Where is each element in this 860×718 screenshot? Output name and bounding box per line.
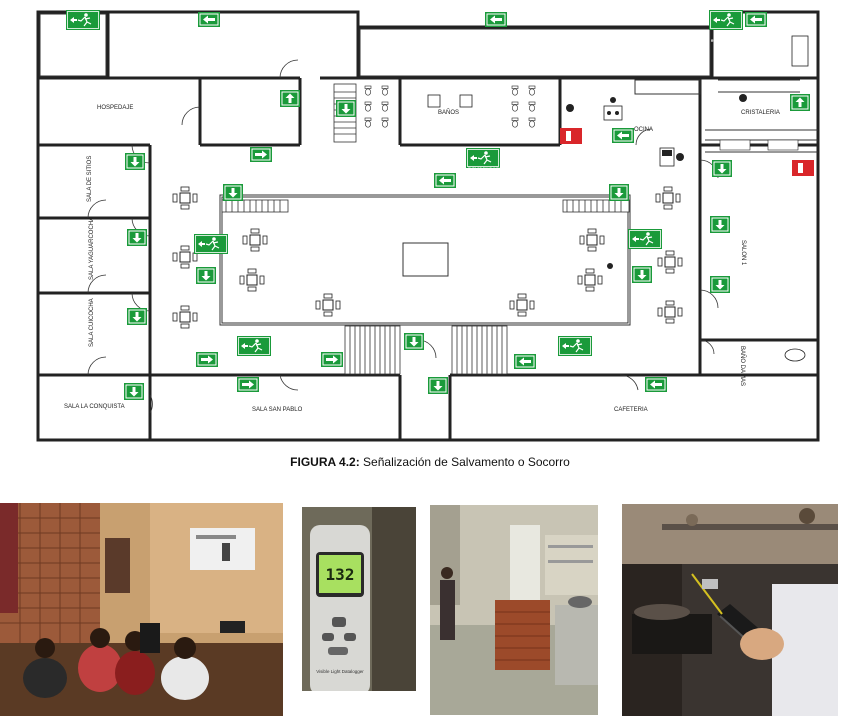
room-sala-san-pablo: SALA SAN PABLO: [252, 407, 303, 413]
room-sala-cuicocha: SALA CUICOCHA: [89, 298, 95, 347]
arrow-down-icon: [428, 377, 448, 394]
arrow-down-icon: [127, 308, 147, 325]
arrow-right-icon: [250, 147, 272, 162]
arrow-down-icon: [125, 153, 145, 170]
exit-runner-icon: [236, 335, 272, 357]
arrow-down-icon: [710, 276, 730, 293]
doors: [87, 59, 719, 414]
photo-conference-room: [0, 503, 283, 716]
arrow-down-icon: [609, 184, 629, 201]
arrow-down-icon: [336, 100, 356, 117]
arrow-left-icon: [434, 173, 456, 188]
arrow-left-icon: [745, 12, 767, 27]
room-sala-la-conquista: SALA LA CONQUISTA: [64, 404, 125, 410]
arrow-down-icon: [127, 229, 147, 246]
meter-reading: 132: [325, 565, 355, 584]
arrow-down-icon: [404, 333, 424, 350]
room-salon: SALON 1: [740, 240, 746, 266]
arrow-left-icon: [645, 377, 667, 392]
exit-runner-icon: [193, 233, 229, 255]
caption-prefix: FIGURA 4.2:: [290, 455, 360, 469]
arrow-down-icon: [632, 266, 652, 283]
exit-runner-icon: [708, 9, 744, 31]
arrow-left-icon: [612, 128, 634, 143]
room-sala-desitios: SALA DE SITIOS: [87, 156, 93, 202]
photo-sensor-hand: [622, 504, 838, 716]
arrow-right-icon: [321, 352, 343, 367]
room-hospedaje: HOSPEDAJE: [97, 105, 133, 111]
fire-extinguisher-icons: [560, 128, 814, 176]
evacuation-signs: [65, 9, 810, 400]
arrow-left-icon: [485, 12, 507, 27]
stairs: [221, 83, 630, 375]
arrow-up-icon: [790, 94, 810, 111]
room-sala-yaguarcocha: SALA YAGUARCOCHA: [89, 217, 95, 280]
sign-ruta-evacuacion-top: RUTA DE EVACUACIÓN: [711, 38, 748, 43]
arrow-down-icon: [710, 216, 730, 233]
arrow-down-icon: [712, 160, 732, 177]
toilets: [364, 35, 809, 362]
interior-lines: [39, 13, 818, 326]
arrow-down-icon: [223, 184, 243, 201]
arrow-down-icon: [124, 383, 144, 400]
figure-caption: FIGURA 4.2: Señalización de Salvamento o…: [0, 455, 860, 469]
room-labels: HOSPEDAJE BAÑOS OCINA CRISTALERIA SALA D…: [64, 105, 780, 413]
room-banos: BAÑOS: [438, 109, 459, 116]
sign-ruta-evacuacion: RUTA DE EVACUACION: [468, 167, 505, 171]
photo-kitchen: [430, 505, 598, 715]
photo-light-meter: 132 Visible Light Datalogger: [302, 507, 416, 691]
kitchen-equipment: [566, 94, 799, 269]
exit-runner-icon: [557, 335, 593, 357]
arrow-left-icon: [198, 12, 220, 27]
arrow-down-icon: [196, 267, 216, 284]
exit-runner-icon: [465, 147, 501, 169]
arrow-right-icon: [196, 352, 218, 367]
arrow-up-icon: [280, 90, 300, 107]
arrow-left-icon: [514, 354, 536, 369]
room-cristaleria: CRISTALERIA: [741, 110, 780, 116]
caption-text: Señalización de Salvamento o Socorro: [359, 455, 570, 469]
floor-plan: HOSPEDAJE BAÑOS OCINA CRISTALERIA SALA D…: [36, 9, 820, 442]
meter-label: Visible Light Datalogger: [316, 669, 364, 674]
room-cocina: OCINA: [634, 127, 653, 133]
exit-runner-icon: [65, 9, 101, 31]
exit-runner-icon: [627, 228, 663, 250]
arrow-right-icon: [237, 377, 259, 392]
room-cafeteria: CAFETERIA: [614, 407, 648, 413]
walls: [36, 10, 820, 442]
room-bano-damas: BAÑO DAMAS: [739, 346, 746, 386]
